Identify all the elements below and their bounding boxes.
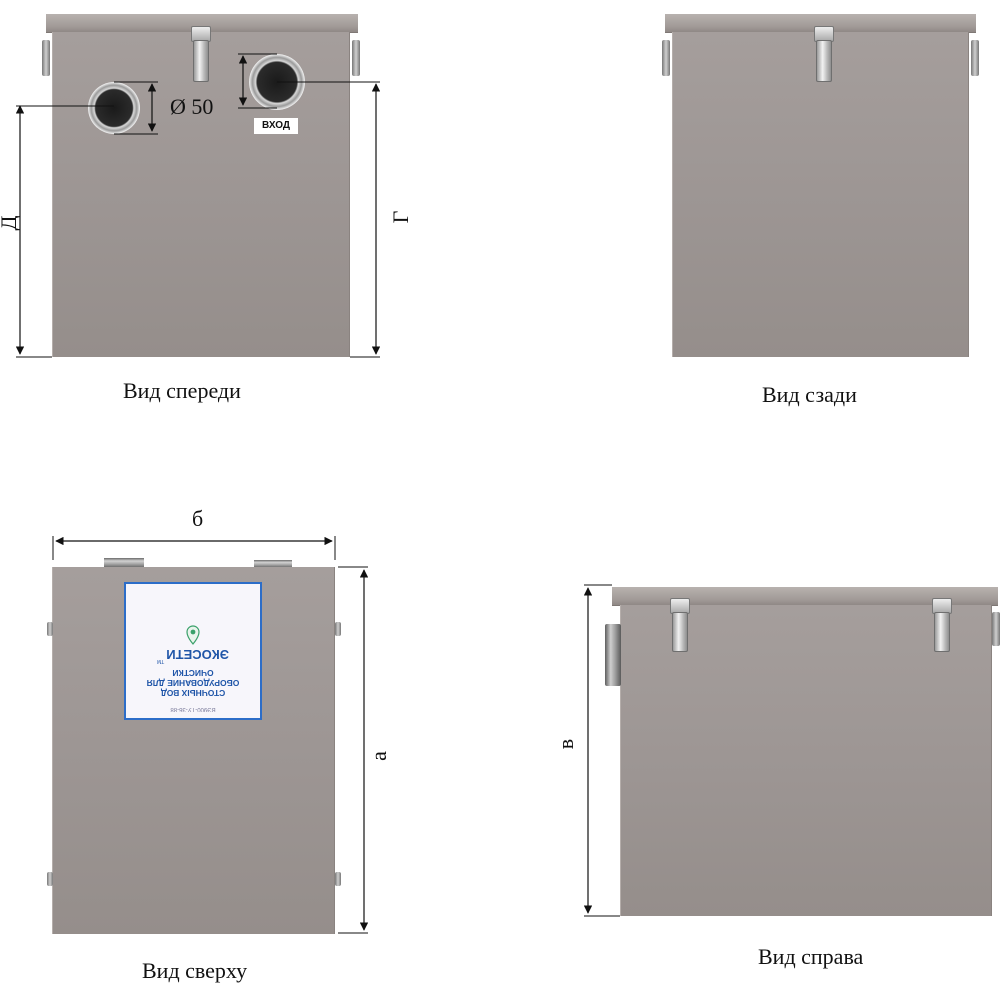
pipe-diameter-label: Ø 50 — [170, 94, 214, 119]
back-latch-icon — [816, 40, 832, 82]
sticker-line-1: ОБОРУДОВАНИЕ ДЛЯ ОЧИСТКИ — [146, 668, 240, 688]
back-right-hinge-icon — [971, 40, 979, 76]
inlet-tag: ВХОД — [254, 118, 298, 134]
sticker-small-text: ВЭ900-ТУ-36-88 — [170, 706, 216, 712]
sticker-line-2: СТОЧНЫХ ВОД — [160, 688, 226, 698]
right-latch-1-icon — [672, 612, 688, 652]
sticker-brand: ЭКОСЕТИ — [166, 647, 229, 662]
right-latch-2-icon — [934, 612, 950, 652]
top-hinge-2-icon — [335, 622, 341, 636]
sticker-tm: ТМ — [157, 658, 165, 664]
back-left-hinge-icon — [662, 40, 670, 76]
right-pipe-flange-icon — [605, 624, 621, 686]
product-sticker: ВЭ900-ТУ-36-88 СТОЧНЫХ ВОД ОБОРУДОВАНИЕ … — [124, 582, 262, 720]
top-hinge-4-icon — [335, 872, 341, 886]
top-dim-label-b: б — [192, 506, 204, 531]
right-hinge-icon — [992, 612, 1000, 646]
front-dim-label-d: Д — [0, 212, 21, 234]
top-caption: Вид сверху — [142, 958, 248, 983]
top-pipe-left-icon — [104, 558, 144, 568]
top-hinge-1-icon — [47, 622, 53, 636]
front-caption: Вид спереди — [123, 378, 241, 403]
top-dim-label-a: а — [366, 751, 391, 761]
front-latch-icon — [193, 40, 209, 82]
front-pipe-left-icon — [88, 82, 140, 134]
right-body — [620, 605, 992, 916]
front-right-hinge-icon — [352, 40, 360, 76]
right-caption: Вид справа — [758, 944, 864, 969]
front-dim-label-g: Г — [388, 210, 413, 224]
right-dim-label-v: в — [553, 738, 578, 750]
back-caption: Вид сзади — [762, 382, 857, 407]
top-pipe-right-icon — [254, 560, 292, 568]
sticker-brand-row: ЭКОСЕТИ ТМ — [157, 647, 229, 664]
front-pipe-right-icon — [249, 54, 305, 110]
back-body — [672, 32, 969, 357]
top-hinge-3-icon — [47, 872, 53, 886]
sticker-drop-logo-icon — [186, 625, 200, 645]
front-left-hinge-icon — [42, 40, 50, 76]
